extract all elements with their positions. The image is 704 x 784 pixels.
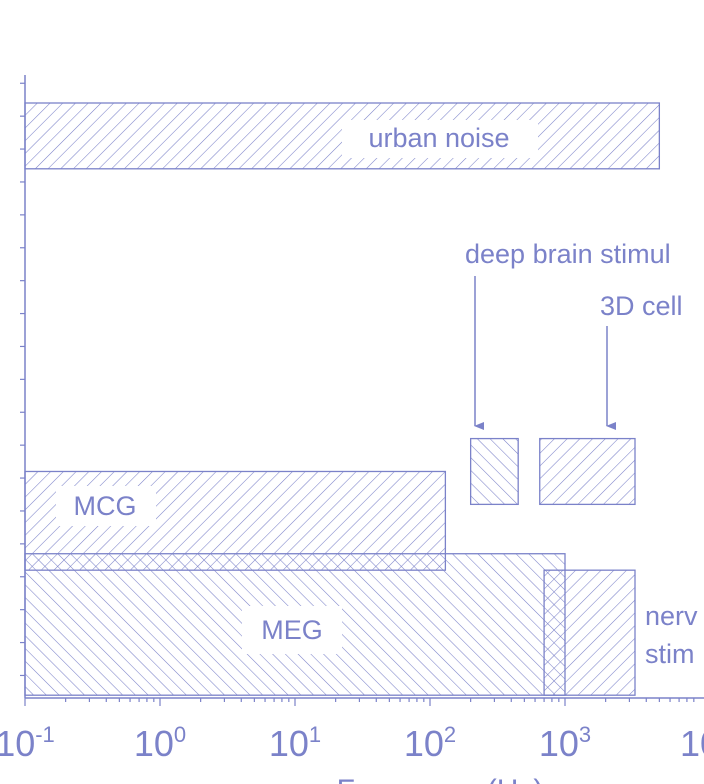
- region-deep-brain-stimulation: [469, 437, 519, 506]
- x-axis-title: Frequency (Hz): [337, 774, 544, 784]
- deep-brain-stimulation-label: deep brain stimul: [465, 239, 671, 269]
- region-3d-cell: [539, 437, 636, 506]
- x-tick-label: 103: [539, 722, 591, 764]
- x-tick-label: 10: [680, 723, 704, 764]
- x-tick-label: 10-1: [0, 722, 55, 764]
- x-tick-label: 101: [269, 722, 321, 764]
- y-axis-ticks: [20, 82, 25, 677]
- x-tick-label: 100: [134, 722, 186, 764]
- nerve-label-line1: nerv: [645, 601, 698, 631]
- nerve-label-line2: stim: [645, 639, 695, 669]
- urban-noise-label-bg: [342, 120, 538, 158]
- 3d-cell-label: 3D cell: [600, 291, 683, 321]
- x-axis-tick-labels: 10-1 100 101 102 103 10: [0, 722, 704, 764]
- x-axis-ticks: [24, 698, 695, 706]
- meg-label: MEG: [261, 615, 323, 645]
- mcg-label-bg: [56, 486, 156, 526]
- hatched-regions: [24, 102, 661, 696]
- x-tick-label: 102: [404, 722, 456, 764]
- meg-label-bg: [242, 606, 342, 654]
- region-nerve-stimulation: [543, 569, 636, 696]
- mcg-label: MCG: [74, 491, 137, 521]
- urban-noise-label: urban noise: [368, 123, 509, 153]
- nerve-label-bg: [640, 594, 704, 678]
